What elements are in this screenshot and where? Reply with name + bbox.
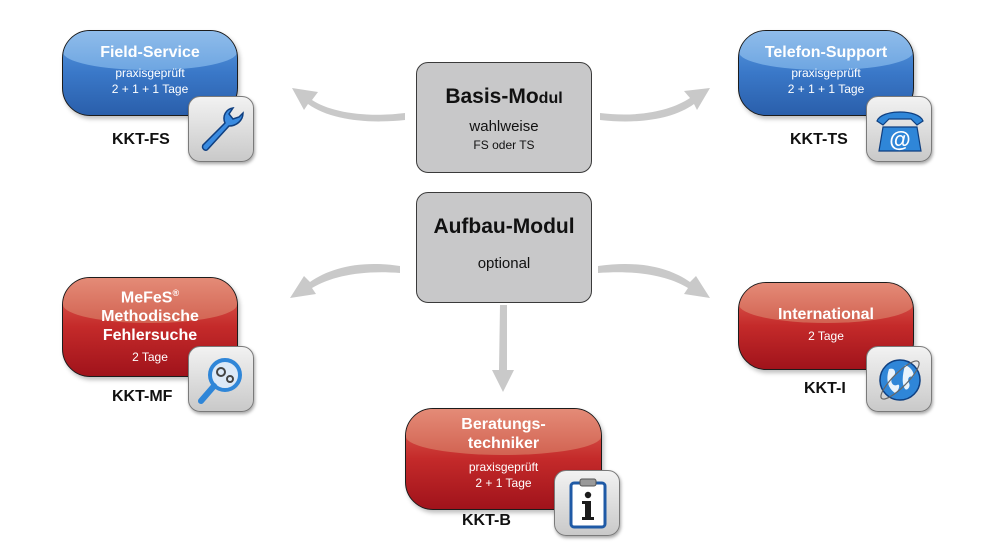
arrow-to-mefes [290,263,400,298]
basis-modul-title: Basis-Modul [445,85,563,108]
basis-modul-line1: wahlweise [469,118,539,135]
arrow-to-international [598,263,710,298]
module-field-service: Field-Service praxisgeprüft 2 + 1 + 1 Ta… [62,30,238,116]
module-code-fs: KKT-FS [112,131,170,148]
magnifier-gears-icon [188,346,254,412]
module-line1: 2 Tage [132,350,168,365]
module-title-1: MeFeS® [120,288,180,307]
phone-at-icon: @ [866,96,932,162]
module-title-2: Methodische [101,308,199,326]
module-line2: 2 + 1 + 1 Tage [787,82,865,96]
module-code-b: KKT-B [462,512,511,529]
wrench-icon [188,96,254,162]
module-mefes: MeFeS® Methodische Fehlersuche 2 Tage [62,277,238,377]
svg-text:@: @ [889,127,910,152]
arrow-to-field-service [292,88,405,122]
module-line1: praxisgeprüft [115,66,185,80]
aufbau-modul-title: Aufbau-Modul [433,215,575,238]
globe-icon [866,346,932,412]
aufbau-modul-line1: optional [477,255,531,272]
module-code-ts: KKT-TS [790,131,848,148]
basis-modul-box: Basis-Modul wahlweise FS oder TS [416,62,592,173]
module-title-2: techniker [467,435,540,452]
module-line2: 2 + 1 Tage [475,476,532,490]
module-line1: 2 Tage [808,329,844,343]
module-title: Telefon-Support [764,44,888,61]
module-line1: praxisgeprüft [791,66,861,80]
info-clipboard-icon [554,470,620,536]
module-title: Field-Service [100,44,200,61]
module-title-3: Fehlersuche [102,327,198,345]
module-title-1: Beratungs- [461,416,546,433]
module-code-i: KKT-I [804,380,846,397]
module-line2: 2 + 1 + 1 Tage [111,82,189,96]
module-code-mf: KKT-MF [112,388,173,405]
arrow-to-beratungstechniker [492,305,514,392]
module-title: International [777,306,874,323]
aufbau-modul-box: Aufbau-Modul optional [416,192,592,303]
module-line1: praxisgeprüft [468,460,539,474]
arrow-to-telefon-support [600,88,710,122]
basis-modul-line2: FS oder TS [473,138,535,152]
